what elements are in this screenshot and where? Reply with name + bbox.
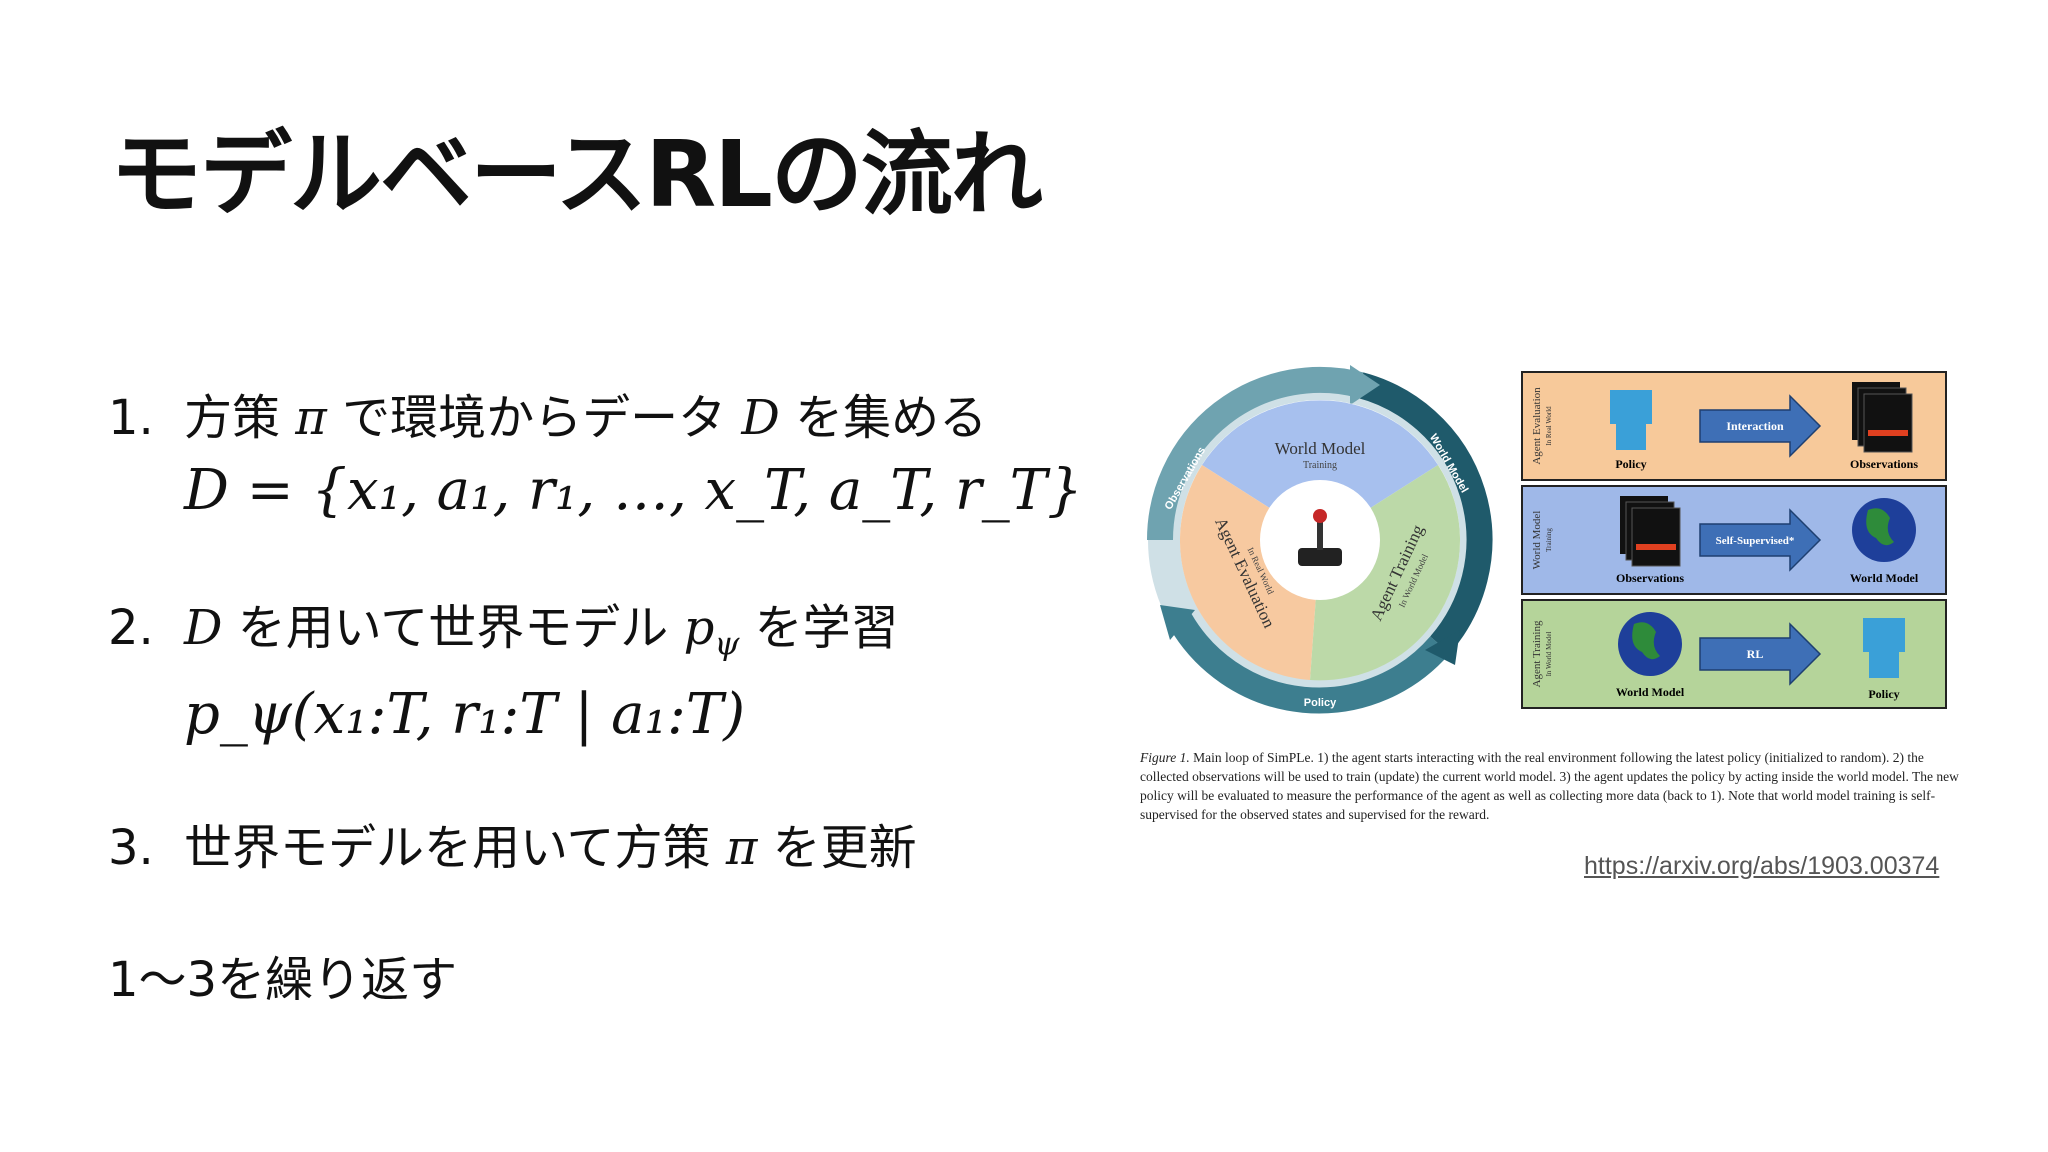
svg-text:World Model: World Model: [1531, 511, 1543, 570]
policy-symbol: π: [295, 390, 327, 446]
figure-caption: Figure 1. Main loop of SimPLe. 1) the ag…: [1140, 748, 1960, 824]
step-text: を用いて世界モデル: [237, 600, 669, 656]
step-text: 方策: [184, 390, 281, 446]
robot-icon: [1610, 390, 1652, 450]
step-number: 3.: [108, 820, 154, 876]
simple-loop-figure: World Model Training Agent Evaluation In…: [1147, 365, 1947, 714]
step-text: 世界モデルを用いて方策: [184, 820, 711, 876]
svg-text:Agent Training: Agent Training: [1531, 620, 1543, 687]
policy-symbol: π: [725, 820, 758, 876]
dataset-formula: D = {x₁, a₁, r₁, …, x_T, a_T, r_T}: [184, 458, 1083, 523]
slide-title: モデルベースRLの流れ: [110, 121, 1043, 228]
segment-world-model: [1202, 400, 1438, 540]
step-number: 2.: [108, 600, 154, 656]
source-link[interactable]: https://arxiv.org/abs/1903.00374: [1584, 852, 1940, 880]
step-1: 1. 方策 π で環境からデータ D を集める: [108, 378, 987, 448]
svg-text:Agent Evaluation: Agent Evaluation: [1531, 387, 1543, 465]
caption-label: Figure 1.: [1140, 750, 1190, 765]
observation-frames-icon: [1852, 382, 1913, 453]
ring-policy-label: Policy: [1304, 697, 1337, 709]
joystick-icon: [1298, 548, 1342, 566]
caption-text: Main loop of SimPLe. 1) the agent starts…: [1140, 750, 1959, 822]
ring-world-model-arc: [1356, 372, 1493, 654]
dataset-symbol: D: [184, 600, 223, 656]
step-text: を集める: [795, 390, 988, 446]
step-3: 3. 世界モデルを用いて方策 π を更新: [108, 808, 917, 878]
step-text: を更新: [772, 820, 917, 876]
panel-agent-training: Agent Training In World Model World Mode…: [1521, 599, 1947, 709]
panel-agent-eval: Agent Evaluation In Real World Policy In…: [1521, 371, 1947, 481]
step-text: で環境からデータ: [342, 390, 727, 446]
step-number: 1.: [108, 390, 154, 446]
rl-arrow: [1699, 622, 1822, 686]
svg-text:Interaction: Interaction: [1726, 419, 1784, 433]
repeat-note: 1～3を繰り返す: [108, 952, 458, 1008]
segment-agent-train: [1310, 465, 1461, 681]
svg-text:Policy: Policy: [1868, 687, 1899, 701]
robot-icon: [1863, 618, 1905, 678]
svg-text:In World Model: In World Model: [1545, 632, 1553, 677]
svg-text:Observations: Observations: [1850, 457, 1918, 471]
svg-text:RL: RL: [1747, 647, 1764, 661]
panel-world-model-training: World Model Training Observations Self-S…: [1521, 485, 1947, 595]
arrow-head: [1350, 365, 1380, 405]
interaction-arrow: [1699, 394, 1822, 458]
svg-text:World Model: World Model: [1850, 571, 1919, 585]
ring-observations-arc: [1147, 366, 1364, 541]
arrow-head: [1425, 630, 1460, 665]
cycle-diagram: World Model Training Agent Evaluation In…: [1147, 365, 1493, 714]
svg-text:Policy: Policy: [1615, 457, 1646, 471]
world-model-sublabel: Training: [1303, 460, 1337, 471]
svg-text:World Model: World Model: [1616, 685, 1685, 699]
step-text: を学習: [754, 600, 899, 656]
ring-policy-arc: [1168, 613, 1450, 714]
svg-text:In Real World: In Real World: [1545, 406, 1553, 446]
arrow-head: [1160, 605, 1195, 640]
step-2: 2. D を用いて世界モデル pψ を学習: [108, 588, 899, 663]
observation-frames-icon: [1620, 496, 1681, 567]
svg-text:Observations: Observations: [1616, 571, 1684, 585]
world-model-label: World Model: [1275, 439, 1366, 458]
self-supervised-arrow: [1699, 508, 1822, 572]
model-formula: p_ψ(x₁:T, r₁:T | a₁:T): [184, 682, 746, 747]
svg-text:Self-Supervised*: Self-Supervised*: [1716, 535, 1795, 547]
dataset-symbol: D: [741, 390, 780, 446]
model-symbol: pψ: [683, 600, 740, 663]
svg-text:Training: Training: [1545, 528, 1553, 552]
